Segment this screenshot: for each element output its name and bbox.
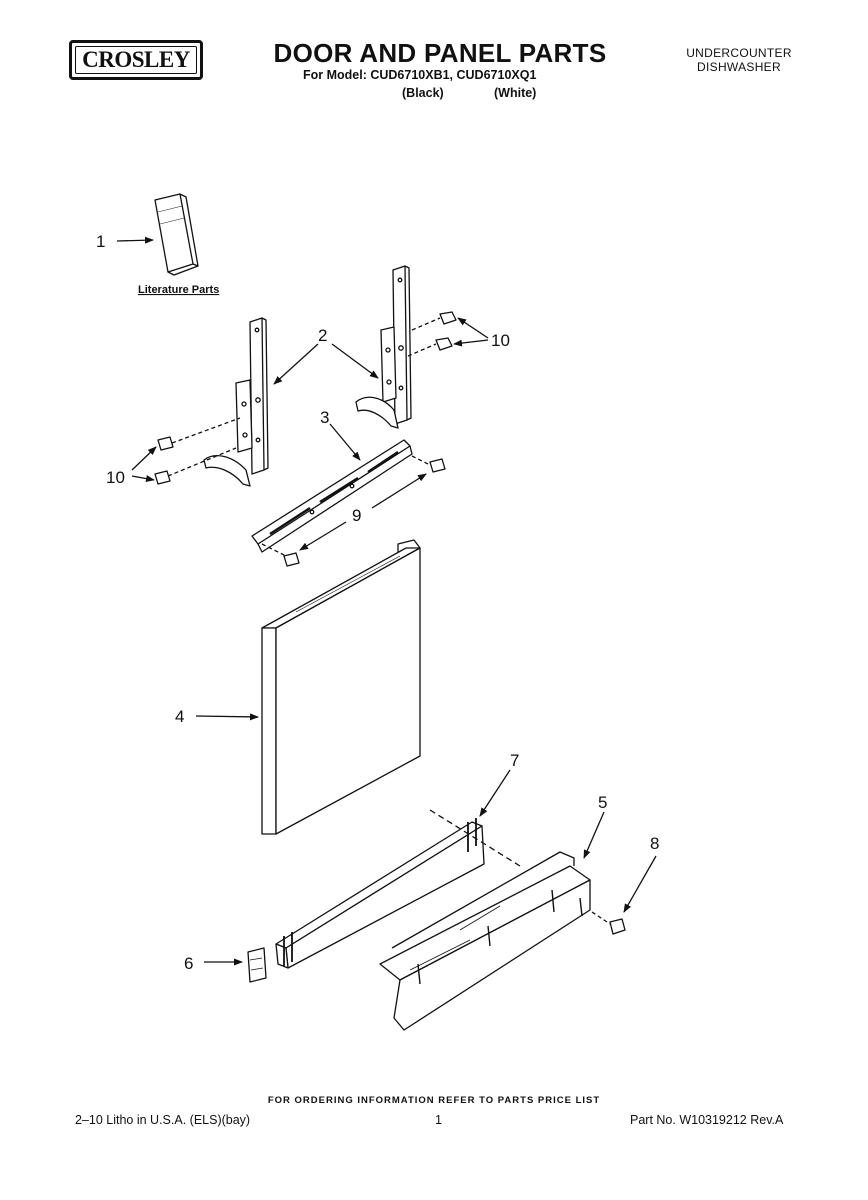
callout-10-right: 10 [491, 331, 510, 350]
kick-plate [379, 851, 591, 1031]
callout-10-left: 10 [106, 468, 125, 487]
brand-name: CROSLEY [75, 46, 197, 74]
callout-1: 1 [96, 232, 105, 251]
screws-left [154, 417, 241, 485]
callout-leader-5 [583, 811, 605, 859]
callout-7: 7 [510, 751, 519, 770]
callout-leader-10-left-a [131, 446, 157, 471]
appliance-line-2: DISHWASHER [697, 60, 781, 74]
callout-leader-10-right-a [457, 317, 489, 339]
callout-2: 2 [318, 326, 327, 345]
callout-4: 4 [175, 707, 184, 726]
callout-leader-10-right-b [453, 339, 489, 347]
callout-leader-9-b [371, 473, 427, 509]
page-title: DOOR AND PANEL PARTS [273, 38, 607, 68]
callout-8: 8 [650, 834, 659, 853]
callout-6: 6 [184, 954, 193, 973]
appliance-line-1: UNDERCOUNTER [686, 46, 792, 60]
callout-leader-3 [329, 423, 361, 461]
kick-plate-screw [591, 911, 626, 935]
toe-panel [275, 809, 521, 969]
callout-9: 9 [352, 506, 361, 525]
model-line: For Model: CUD6710XB1, CUD6710XQ1 [303, 68, 537, 82]
mounting-rail [251, 439, 413, 553]
litho-line: 2–10 Litho in U.S.A. (ELS)(bay) [75, 1113, 251, 1127]
literature-booklet [154, 193, 199, 276]
hinge-bracket-left [203, 317, 269, 487]
page-number: 1 [435, 1113, 442, 1127]
callout-leader-2-right [331, 343, 379, 379]
callout-5: 5 [598, 793, 607, 812]
callout-3: 3 [320, 408, 329, 427]
literature-parts-label: Literature Parts [138, 284, 219, 296]
hinge-bracket-right [355, 265, 412, 429]
screws-right [407, 311, 457, 357]
callout-leader-1 [116, 236, 154, 244]
callout-leader-7 [479, 769, 511, 817]
appliance-type: UNDERCOUNTER DISHWASHER [670, 46, 808, 74]
ordering-note: FOR ORDERING INFORMATION REFER TO PARTS … [267, 1095, 601, 1106]
callout-leader-2-left [273, 343, 319, 385]
part-number: Part No. W10319212 Rev.A [630, 1113, 784, 1127]
callout-leader-10-left-b [131, 475, 155, 483]
rail-screws [261, 455, 446, 567]
callout-leader-8 [623, 855, 657, 913]
variant-black: (Black) [402, 86, 444, 100]
variant-white: (White) [494, 86, 537, 100]
callout-leader-9-a [299, 521, 347, 551]
door-panel [261, 539, 421, 835]
clip [247, 947, 267, 983]
crosley-logo: CROSLEY [69, 40, 203, 80]
callout-leader-4 [195, 713, 259, 721]
